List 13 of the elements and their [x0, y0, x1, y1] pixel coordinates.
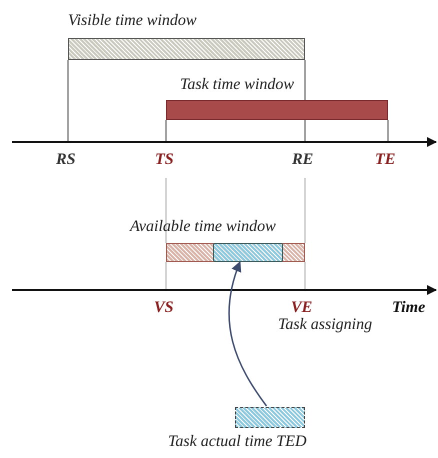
time-point-label: TE — [375, 151, 396, 169]
edge-label: Task assigning — [278, 316, 372, 334]
time-point-label: VE — [291, 299, 312, 317]
time-point-label: VS — [154, 299, 174, 317]
window-title: Available time window — [130, 218, 276, 236]
axis-label: Time — [392, 299, 426, 317]
time-point-label: RE — [292, 151, 314, 169]
time-point-label: RS — [56, 151, 76, 169]
window-title: Task time window — [180, 76, 294, 94]
window-title: Task actual time TED — [168, 433, 307, 451]
time-point-label: TS — [155, 151, 174, 169]
window-title: Visible time window — [68, 12, 197, 30]
arrow — [228, 261, 268, 406]
